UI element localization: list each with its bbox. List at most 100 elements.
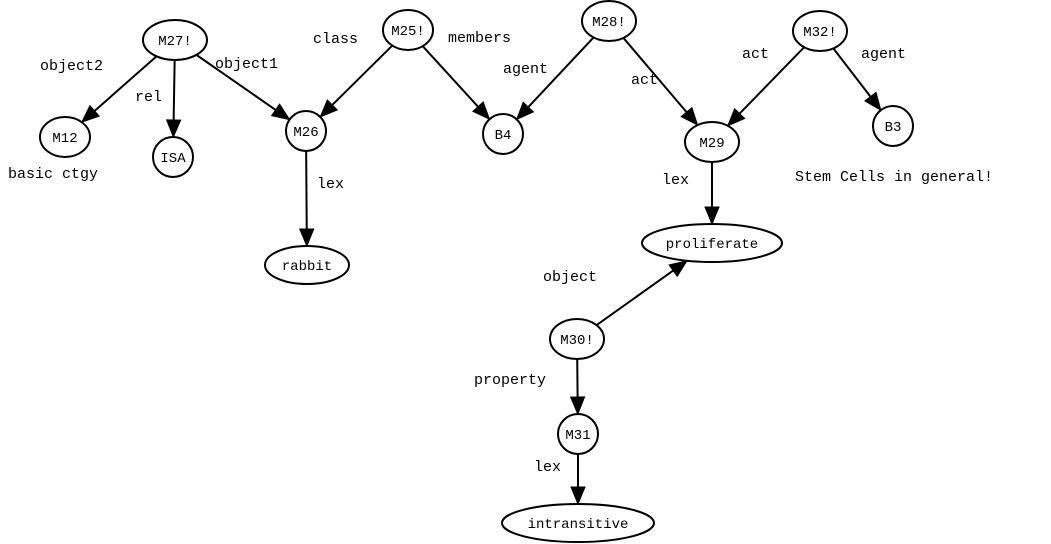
arrowhead-icon: [319, 99, 339, 118]
arrowhead-icon: [80, 104, 101, 124]
node-label: M27!: [158, 34, 192, 50]
edge-m26-to-rabbit: [298, 150, 315, 248]
edge-line: [832, 47, 872, 98]
edge-m25-to-m26: [319, 44, 393, 118]
edge-m32-to-b3: [832, 47, 882, 112]
edge-m30-to-m31: [569, 358, 586, 416]
node-intransitive[interactable]: intransitive: [501, 503, 655, 543]
edge-label-lex: lex: [317, 176, 344, 193]
node-shape[interactable]: [264, 245, 350, 285]
edge-line: [93, 55, 158, 112]
node-proliferate[interactable]: proliferate: [641, 223, 783, 263]
edge-m27-to-m26: [195, 54, 291, 121]
node-m31[interactable]: M31: [557, 413, 599, 455]
node-label: ISA: [160, 151, 186, 167]
node-shape[interactable]: [684, 121, 740, 163]
node-shape[interactable]: [39, 116, 91, 158]
arrowhead-icon: [471, 101, 491, 121]
node-label: proliferate: [666, 237, 758, 253]
node-shape[interactable]: [792, 10, 848, 52]
node-m12[interactable]: M12: [39, 116, 91, 158]
edge-label-act: act: [631, 72, 658, 89]
edge-m25-to-b4: [422, 45, 491, 121]
annotation-b3-note: Stem Cells in general!: [795, 169, 993, 186]
node-label: M28!: [592, 15, 626, 31]
node-isa[interactable]: ISA: [152, 136, 194, 178]
node-shape[interactable]: [641, 223, 783, 263]
node-m28[interactable]: M28!: [581, 0, 637, 42]
node-label: B3: [885, 120, 902, 136]
edge-label-property: property: [474, 372, 546, 389]
arrowhead-icon: [569, 396, 586, 416]
edge-m27-to-isa: [165, 59, 182, 139]
node-shape[interactable]: [152, 136, 194, 178]
node-shape[interactable]: [557, 413, 599, 455]
node-shape[interactable]: [382, 9, 434, 51]
node-label: M30!: [560, 333, 594, 349]
node-m27[interactable]: M27!: [142, 19, 208, 61]
arrowhead-icon: [570, 486, 586, 506]
node-b4[interactable]: B4: [482, 113, 524, 155]
node-label: rabbit: [282, 259, 332, 275]
edge-line: [622, 37, 688, 113]
node-label: B4: [495, 128, 512, 144]
edge-line: [595, 269, 674, 326]
edge-m29-to-proliferate: [704, 162, 720, 226]
node-label: intransitive: [528, 517, 629, 533]
edge-m28-to-b4: [515, 36, 595, 121]
edge-line: [172, 59, 176, 121]
edge-label-object2: object2: [40, 58, 103, 75]
arrowhead-icon: [864, 91, 882, 112]
edge-line: [331, 44, 393, 106]
edge-label-object1: object1: [215, 56, 278, 73]
edge-label-class: class: [313, 31, 358, 48]
arrowhead-icon: [668, 259, 689, 278]
node-label: M32!: [803, 25, 837, 41]
edge-line: [305, 150, 308, 230]
node-shape[interactable]: [285, 110, 327, 152]
node-shape[interactable]: [142, 19, 208, 61]
node-b3[interactable]: B3: [872, 105, 914, 147]
edge-label-agent: agent: [503, 61, 548, 78]
node-m25[interactable]: M25!: [382, 9, 434, 51]
arrowhead-icon: [270, 103, 291, 121]
edge-label-act: act: [742, 46, 769, 63]
arrowhead-icon: [704, 206, 720, 226]
edge-label-agent: agent: [861, 46, 906, 63]
edge-label-rel: rel: [135, 89, 162, 106]
node-label: M26: [293, 125, 318, 141]
edge-label-object: object: [543, 269, 597, 286]
arrowhead-icon: [515, 101, 535, 121]
node-m30[interactable]: M30!: [549, 318, 605, 360]
node-label: M31: [565, 428, 590, 444]
edge-line: [738, 46, 805, 115]
node-rabbit[interactable]: rabbit: [264, 245, 350, 285]
node-m29[interactable]: M29: [684, 121, 740, 163]
edge-m30-to-proliferate: [595, 259, 689, 326]
edge-m28-to-m29: [622, 37, 699, 127]
node-shape[interactable]: [872, 105, 914, 147]
edge-line: [527, 36, 595, 108]
edge-m27-to-m12: [80, 55, 158, 124]
node-m32[interactable]: M32!: [792, 10, 848, 52]
arrowhead-icon: [680, 106, 699, 127]
node-label: M12: [52, 131, 77, 147]
annotation-m12-note: basic ctgy: [8, 166, 98, 183]
node-label: M29: [699, 136, 724, 152]
edge-line: [195, 54, 277, 111]
node-shape[interactable]: [501, 503, 655, 543]
node-shape[interactable]: [581, 0, 637, 42]
node-shape[interactable]: [482, 113, 524, 155]
node-shape[interactable]: [549, 318, 605, 360]
node-m26[interactable]: M26: [285, 110, 327, 152]
arrowhead-icon: [165, 119, 182, 139]
arrowhead-icon: [298, 228, 315, 248]
node-label: M25!: [391, 24, 425, 40]
edge-line: [422, 45, 479, 108]
edge-label-members: members: [448, 30, 511, 47]
arrowhead-icon: [726, 107, 746, 127]
edge-m31-to-intransitive: [570, 454, 586, 506]
edge-label-lex: lex: [534, 459, 561, 476]
edge-label-lex: lex: [662, 172, 689, 189]
